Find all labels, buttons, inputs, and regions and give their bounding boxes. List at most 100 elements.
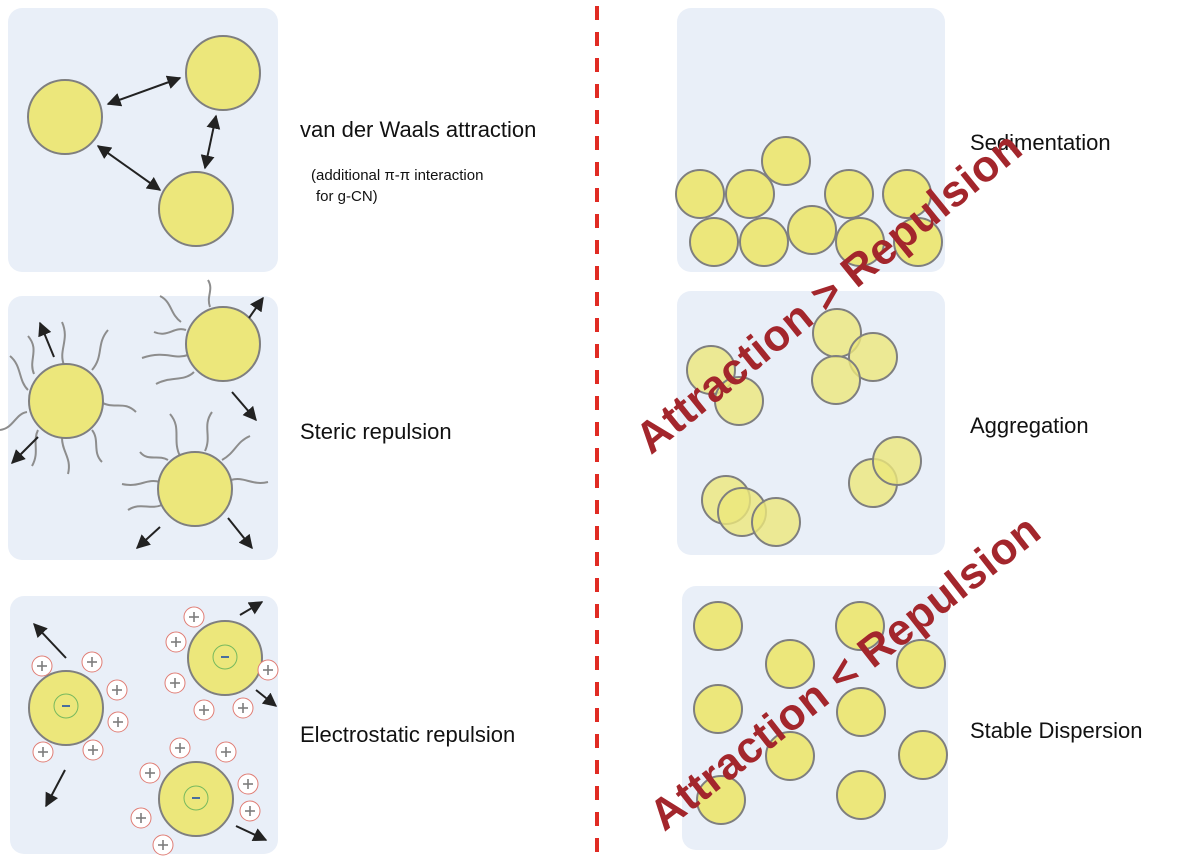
repulsion-arrow	[33, 622, 67, 659]
polymer-chain	[221, 435, 251, 461]
positive-ion-icon	[193, 699, 215, 721]
repulsion-arrow	[227, 517, 253, 550]
attraction-arrow	[96, 145, 162, 191]
particle	[185, 306, 261, 382]
polymer-chain	[153, 328, 187, 335]
electrostatic-panel	[10, 596, 279, 856]
repulsion-arrow	[38, 321, 55, 358]
particle	[824, 169, 874, 219]
particle	[836, 687, 886, 737]
particle	[675, 169, 725, 219]
particle	[689, 217, 739, 267]
positive-ion-icon	[183, 606, 205, 628]
positive-ion-icon	[165, 631, 187, 653]
polymer-chain	[141, 353, 189, 359]
vdw-panel	[8, 8, 278, 272]
polymer-chain	[155, 371, 195, 385]
particle	[787, 205, 837, 255]
particle	[739, 217, 789, 267]
negative-charge-icon	[212, 644, 238, 670]
positive-ion-icon	[139, 762, 161, 784]
polymer-chain	[204, 411, 213, 452]
particle	[896, 639, 946, 689]
repulsion-arrow	[231, 391, 257, 422]
vdw-note-line1: (additional π-π interaction	[311, 167, 483, 184]
sedimentation-label: Sedimentation	[970, 130, 1111, 155]
polymer-chain	[61, 321, 66, 366]
positive-ion-icon	[106, 679, 128, 701]
positive-ion-icon	[215, 741, 237, 763]
positive-ion-icon	[152, 834, 174, 856]
steric-label: Steric repulsion	[300, 419, 452, 444]
positive-ion-icon	[31, 655, 53, 677]
sedimentation-panel	[675, 8, 945, 272]
particle	[765, 731, 815, 781]
particle	[882, 169, 932, 219]
steric-panel	[0, 279, 278, 560]
positive-ion-icon	[239, 800, 261, 822]
particle	[751, 497, 801, 547]
polymer-chain	[61, 437, 70, 475]
particle	[836, 770, 886, 820]
particle	[27, 79, 103, 155]
positive-ion-icon	[164, 672, 186, 694]
particle	[693, 684, 743, 734]
polymer-chain	[169, 413, 181, 457]
vdw-label: van der Waals attraction	[300, 117, 536, 142]
positive-ion-icon	[232, 697, 254, 719]
particle	[158, 761, 234, 837]
positive-ion-icon	[130, 807, 152, 829]
stable-dispersion-panel	[682, 586, 948, 850]
polymer-chain	[9, 355, 29, 391]
aggregation-label: Aggregation	[970, 413, 1089, 438]
aggregation-panel	[677, 291, 945, 555]
particle	[893, 217, 943, 267]
particle	[835, 601, 885, 651]
particle	[725, 169, 775, 219]
particle	[28, 670, 104, 746]
repulsion-arrow	[135, 526, 161, 549]
positive-ion-icon	[82, 739, 104, 761]
repulsion-arrow	[255, 689, 278, 707]
positive-ion-icon	[81, 651, 103, 673]
negative-charges	[53, 644, 238, 811]
polymer-chain	[159, 295, 182, 323]
polymer-chain	[230, 478, 269, 484]
repulsion-arrow	[239, 601, 264, 616]
polymer-chains	[0, 279, 269, 511]
stable-dispersion-label: Stable Dispersion	[970, 718, 1142, 743]
polymer-chain	[100, 401, 137, 413]
particle	[28, 363, 104, 439]
polymer-chain	[127, 504, 163, 511]
particle	[872, 436, 922, 486]
particle	[185, 35, 261, 111]
particle	[848, 332, 898, 382]
particle	[835, 217, 885, 267]
negative-charge-icon	[53, 693, 79, 719]
positive-ion-icon	[169, 737, 191, 759]
particle	[157, 451, 233, 527]
particle	[693, 601, 743, 651]
polymer-chain	[31, 429, 39, 467]
polymer-chain	[139, 451, 169, 461]
particle	[187, 620, 263, 696]
repulsion-arrow	[45, 769, 66, 808]
negative-charge-icon	[183, 785, 209, 811]
polymer-chain	[91, 329, 109, 371]
vdw-note-line2: for g-CN)	[316, 188, 378, 205]
particle	[898, 730, 948, 780]
repulsion-arrow	[248, 296, 264, 319]
repulsion-arrow	[11, 436, 39, 464]
positive-ion-icon	[32, 741, 54, 763]
particle	[811, 355, 861, 405]
electrostatic-label: Electrostatic repulsion	[300, 722, 515, 747]
particle	[761, 136, 811, 186]
polymer-chain	[91, 429, 103, 463]
positive-ion-icon	[107, 711, 129, 733]
particle	[696, 775, 746, 825]
positive-ions	[31, 606, 279, 856]
repulsion-arrow	[235, 825, 268, 842]
particle	[765, 639, 815, 689]
particle	[714, 376, 764, 426]
